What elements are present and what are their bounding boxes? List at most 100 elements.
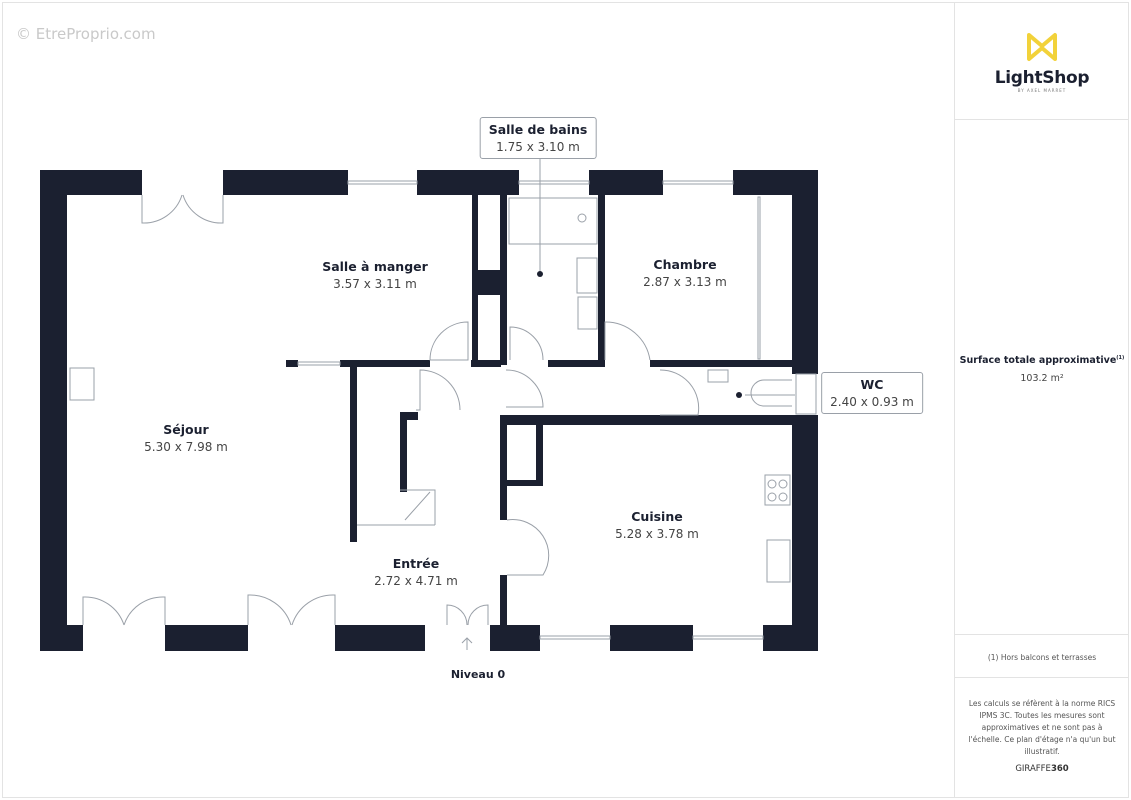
lightshop-logo: LightShop BY AXEL MARRET [955, 32, 1129, 93]
french-door [82, 596, 166, 626]
room-dims: 2.87 x 3.13 m [643, 275, 727, 289]
room-sejour: Séjour 5.30 x 7.98 m [144, 422, 228, 454]
window [297, 361, 341, 366]
divider [955, 119, 1129, 120]
leader-line [461, 150, 795, 650]
wall [165, 625, 248, 651]
wall [792, 415, 818, 651]
room-marker [537, 271, 543, 277]
french-door [247, 594, 336, 626]
sink [577, 296, 598, 330]
footnote: (1) Hors balcons et terrasses [987, 653, 1097, 662]
wall [350, 367, 357, 542]
room-name: WC [860, 377, 884, 392]
brand-a: GIRAFFE [1015, 764, 1051, 774]
wall [598, 195, 605, 365]
wall [536, 425, 543, 485]
wall [500, 575, 507, 625]
room-cuisine: Cuisine 5.28 x 3.78 m [615, 509, 699, 541]
room-chambre: Chambre 2.87 x 3.13 m [643, 257, 727, 289]
room-dims: 3.57 x 3.11 m [333, 277, 417, 291]
wall [400, 412, 418, 420]
wall [500, 195, 507, 365]
room-marker [736, 392, 742, 398]
logo-subtext: BY AXEL MARRET [1017, 88, 1067, 93]
logo-text: LightShop [994, 68, 1090, 88]
kitchen-sink [766, 539, 791, 583]
window [518, 180, 590, 185]
wall [223, 170, 348, 195]
room-name: Entrée [392, 556, 440, 571]
hob-ring [778, 479, 788, 489]
wardrobe [757, 196, 761, 360]
room-name: Cuisine [631, 509, 683, 524]
surface-value: 103.2 m² [1020, 373, 1064, 385]
disclaimer: Les calculs se réfèrent à la norme RICS … [968, 699, 1116, 756]
room-salle-de-bains: Salle de bains 1.75 x 3.10 m [479, 117, 597, 159]
wall [500, 415, 507, 520]
entry-door [446, 604, 489, 626]
wc-window [795, 373, 817, 415]
door [659, 369, 700, 416]
sink [576, 257, 598, 294]
surface-title: Surface totale approximative [959, 355, 1117, 367]
door [506, 519, 550, 576]
room-name: Salle à manger [322, 259, 428, 274]
wall [589, 170, 663, 195]
brand-b: 360 [1050, 764, 1069, 774]
logo-icon [1027, 33, 1057, 61]
door [509, 326, 544, 361]
wall [472, 270, 501, 295]
surface-total: Surface totale approximative(1) 103.2 m² [955, 355, 1129, 384]
wall [340, 360, 430, 367]
exterior-walls [40, 170, 818, 651]
watermark: © EtreProprio.com [16, 25, 156, 43]
openings [69, 150, 817, 650]
wall [286, 360, 298, 367]
hob-ring [767, 492, 777, 502]
fireplace [69, 367, 95, 401]
door [505, 369, 544, 408]
room-name: Chambre [653, 257, 717, 272]
room-name: Salle de bains [488, 122, 588, 137]
window [692, 635, 764, 640]
wall [40, 170, 67, 651]
toilet [750, 379, 792, 407]
wall [500, 480, 543, 486]
hob [764, 474, 791, 506]
wall [650, 360, 792, 367]
wall [335, 625, 425, 651]
shower-drain [577, 213, 587, 223]
room-salle-a-manger: Salle à manger 3.57 x 3.11 m [322, 259, 428, 291]
door [416, 369, 461, 411]
window [347, 180, 418, 185]
footnote-mark: (1) [1116, 355, 1125, 361]
room-dims: 2.72 x 4.71 m [374, 574, 458, 588]
wall [792, 170, 818, 374]
wc-sink [707, 369, 729, 383]
divider [955, 634, 1129, 635]
room-dims: 2.40 x 0.93 m [830, 395, 914, 409]
wall [471, 360, 501, 367]
room-entree: Entrée 2.72 x 4.71 m [374, 556, 458, 588]
room-dims: 1.75 x 3.10 m [496, 140, 580, 154]
room-wc: WC 2.40 x 0.93 m [821, 372, 923, 414]
divider [955, 677, 1129, 678]
wall [610, 625, 693, 651]
wall [40, 625, 83, 651]
shower [508, 197, 598, 245]
wall [548, 360, 605, 367]
wall [417, 170, 519, 195]
window [539, 635, 611, 640]
wall [490, 625, 540, 651]
hob-ring [767, 479, 777, 489]
markers [537, 271, 742, 398]
floor-plan [40, 150, 818, 651]
room-name: Séjour [163, 422, 209, 437]
wall [400, 412, 407, 492]
french-door [141, 194, 224, 224]
level-label: Niveau 0 [450, 668, 506, 681]
window [662, 180, 734, 185]
hob-ring [778, 492, 788, 502]
